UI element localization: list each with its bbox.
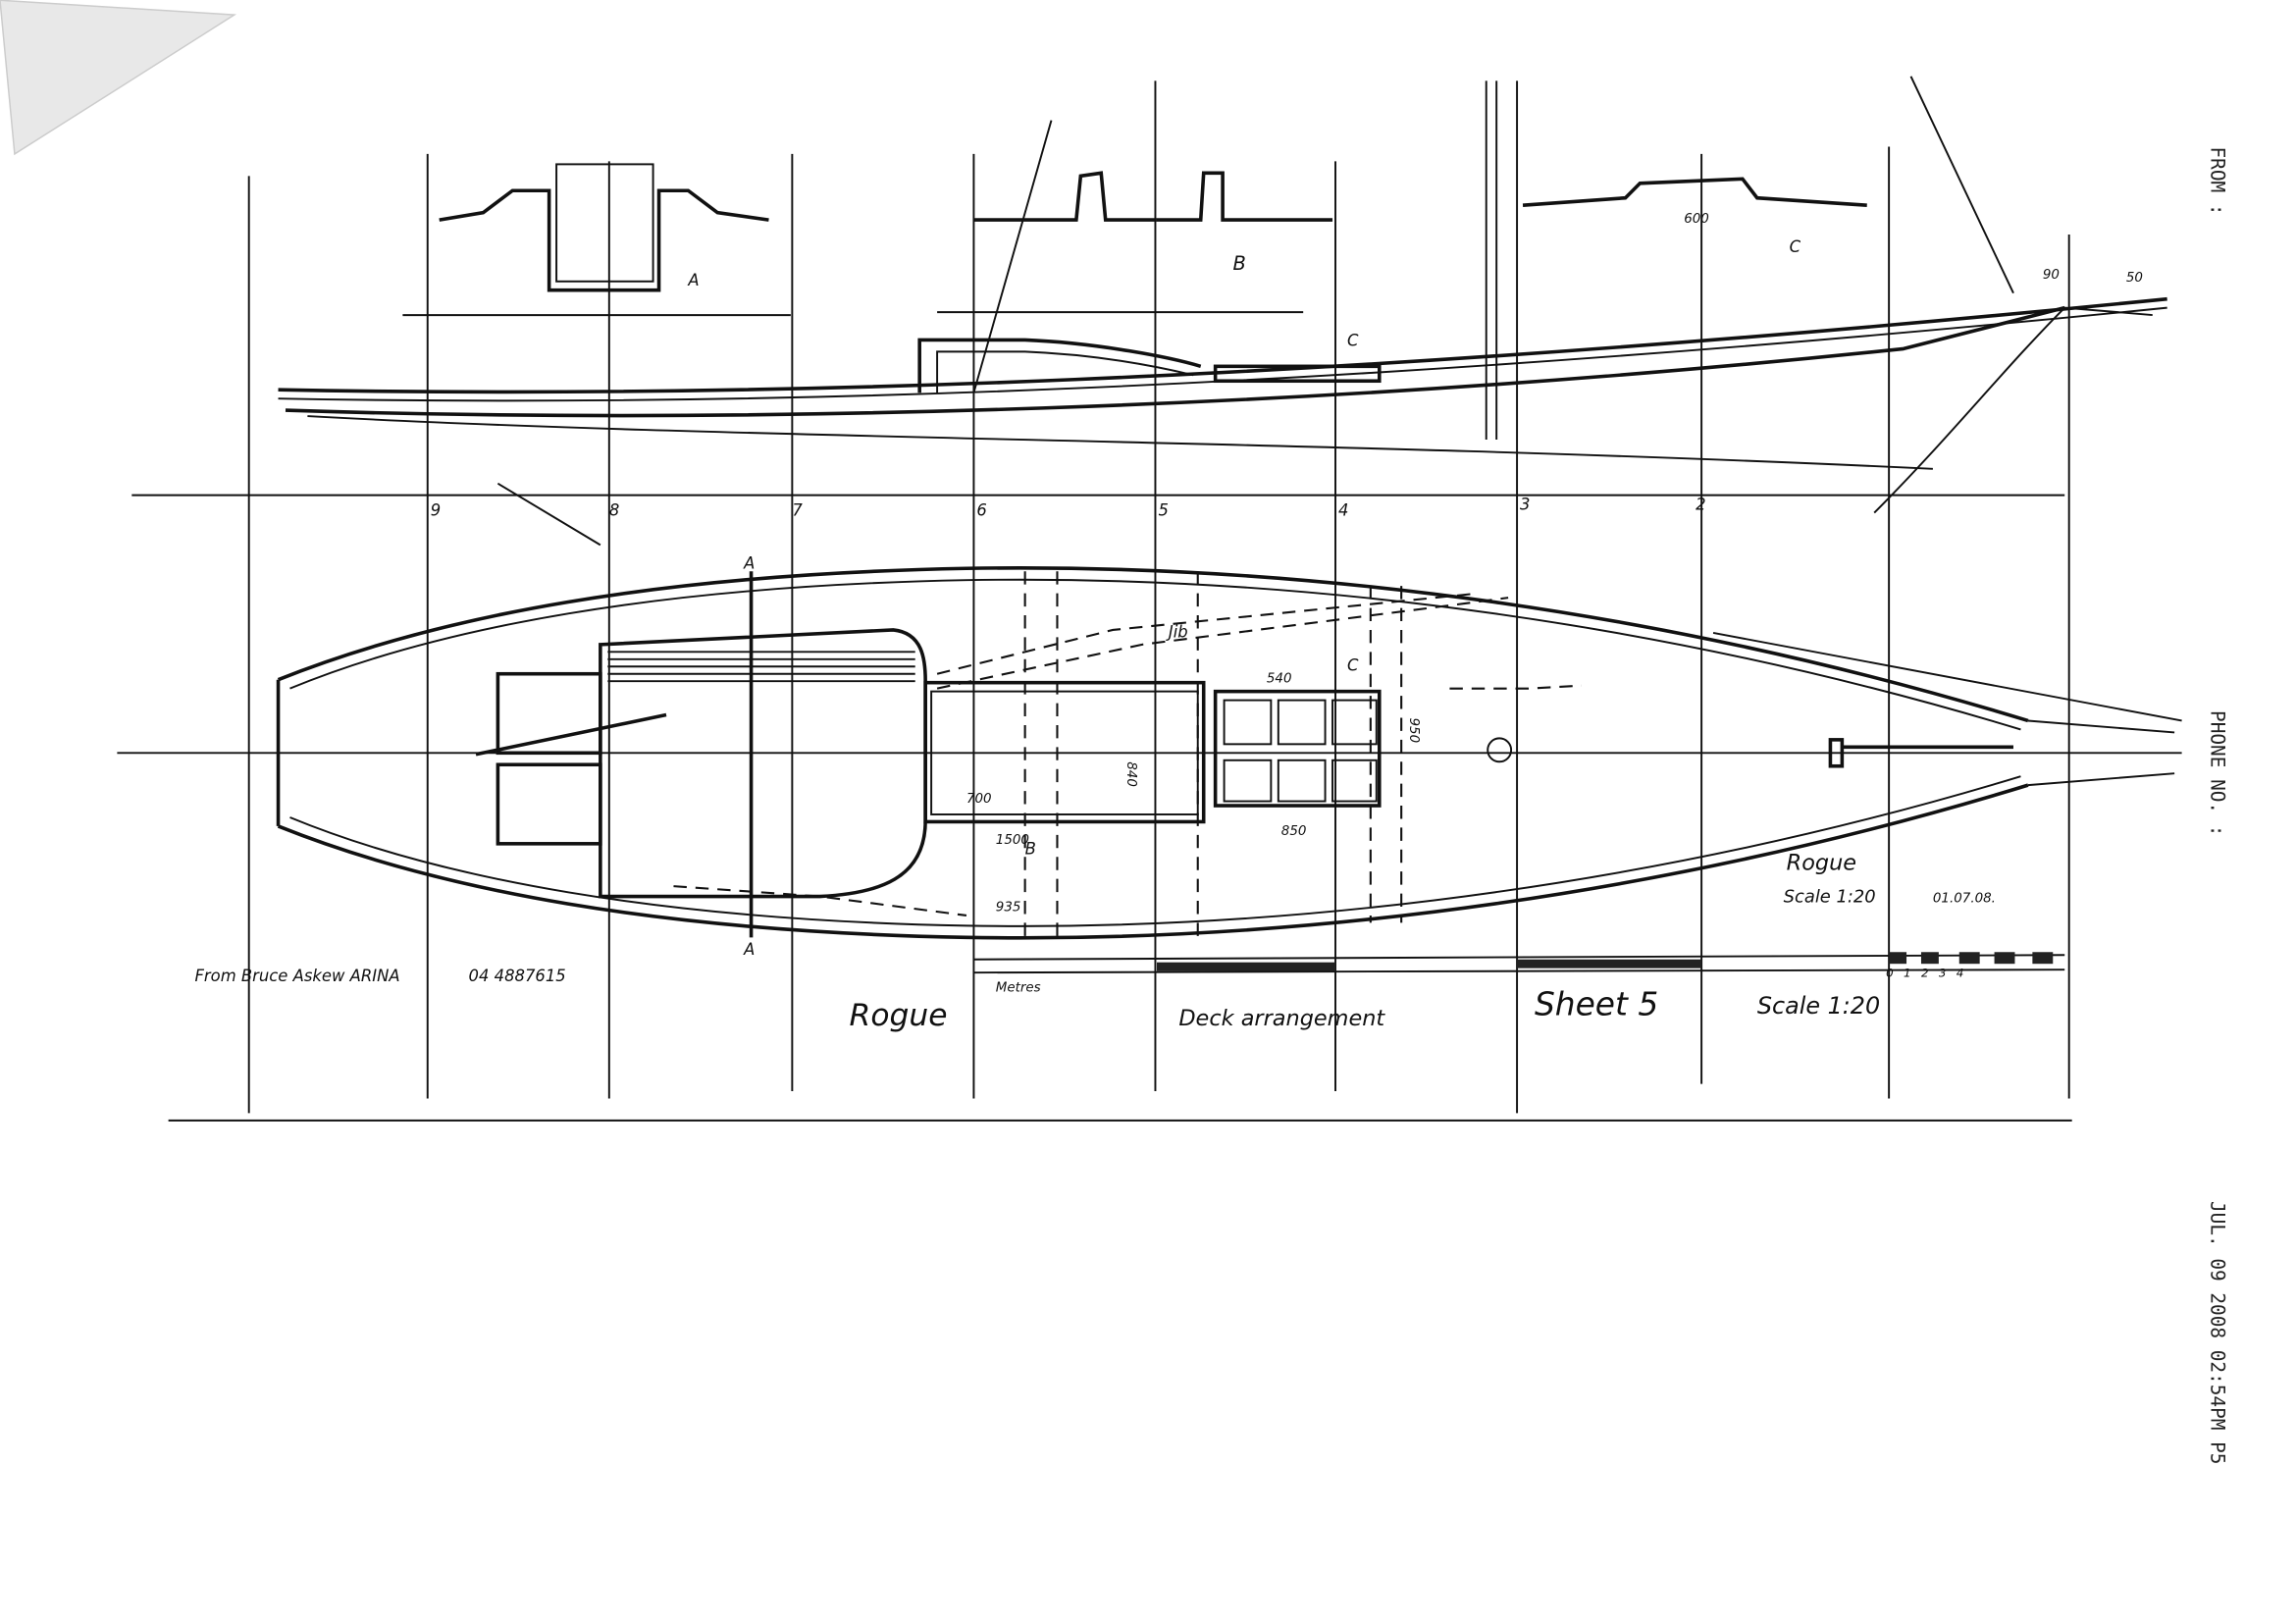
plan-date: 01.07.08. <box>1933 892 1996 907</box>
dimension-label: 850 <box>1281 824 1307 839</box>
station-label: 8 <box>609 501 619 520</box>
scale-tick: 3 <box>1939 967 1947 980</box>
dimension-label: 840 <box>1123 761 1138 787</box>
scale-tick: 1 <box>1904 967 1911 980</box>
reference-lines <box>117 311 2182 1122</box>
from-note: From Bruce Askew ARINA <box>194 967 399 985</box>
dimension-label: 1500 <box>996 833 1029 848</box>
title-block: From Bruce Askew ARINA 04 4887615 Rogue … <box>194 967 1880 1033</box>
fax-header: FROM : PHONE NO. : JUL. 09 2008 02:54PM … <box>2206 146 2228 1464</box>
dimension-label: 600 <box>1684 212 1709 227</box>
plan-note: Rogue Scale 1:20 01.07.08. <box>1784 851 1996 908</box>
deck-plan <box>276 566 2182 940</box>
scale-tick: 2 <box>1921 967 1929 980</box>
sheet-number: Sheet 5 <box>1535 985 1658 1022</box>
scale-bar <box>973 952 2065 974</box>
station-label: 4 <box>1338 501 1348 520</box>
section-label-b: B <box>1025 839 1036 858</box>
station-numbers: 9 8 7 6 5 4 3 2 <box>431 496 1706 520</box>
drawing-title: Deck arrangement <box>1178 1006 1385 1031</box>
section-label-c: C <box>1347 656 1359 675</box>
station-label: 5 <box>1158 501 1168 520</box>
dimension-label: 50 <box>2126 271 2143 286</box>
section-label-c: C <box>1347 331 1359 349</box>
station-label: 9 <box>431 501 441 520</box>
section-label-a: A <box>687 271 699 289</box>
profile-view <box>278 76 2167 547</box>
scale-tick: 0 <box>1886 967 1894 980</box>
plan-scale: Scale 1:20 <box>1784 887 1876 908</box>
boat-name: Rogue <box>850 998 948 1033</box>
jib-label: Jib <box>1166 622 1188 641</box>
section-label-c: C <box>1790 237 1801 256</box>
scale-tick: 4 <box>1957 967 1964 980</box>
fax-from-label: FROM : <box>2206 146 2228 215</box>
dimension-label: 90 <box>2043 268 2060 283</box>
folded-corner <box>0 0 237 156</box>
fax-timestamp: JUL. 09 2008 02:54PM P5 <box>2206 1201 2228 1465</box>
section-label-a: A <box>743 553 755 572</box>
station-label: 7 <box>792 501 803 520</box>
plan-boat-name: Rogue <box>1787 851 1856 876</box>
station-lines <box>247 80 2070 1114</box>
dimension-label: 540 <box>1267 672 1292 687</box>
station-label: 3 <box>1520 496 1530 514</box>
phone-number: 04 4887615 <box>469 967 566 985</box>
scale-bar-ticks: 0 1 2 3 4 <box>1886 967 1963 980</box>
dimension-label: 935 <box>996 900 1021 915</box>
scale-label: Scale 1:20 <box>1757 992 1880 1020</box>
section-label-a: A <box>743 940 755 959</box>
dimension-label: 950 <box>1406 717 1421 743</box>
dimension-label: 700 <box>966 792 992 807</box>
fax-phone-label: PHONE NO. : <box>2206 710 2228 836</box>
scale-bar-unit: Metres <box>996 981 1041 996</box>
section-label-b: B <box>1233 252 1246 275</box>
station-label: 2 <box>1696 496 1705 514</box>
station-label: 6 <box>976 501 986 520</box>
